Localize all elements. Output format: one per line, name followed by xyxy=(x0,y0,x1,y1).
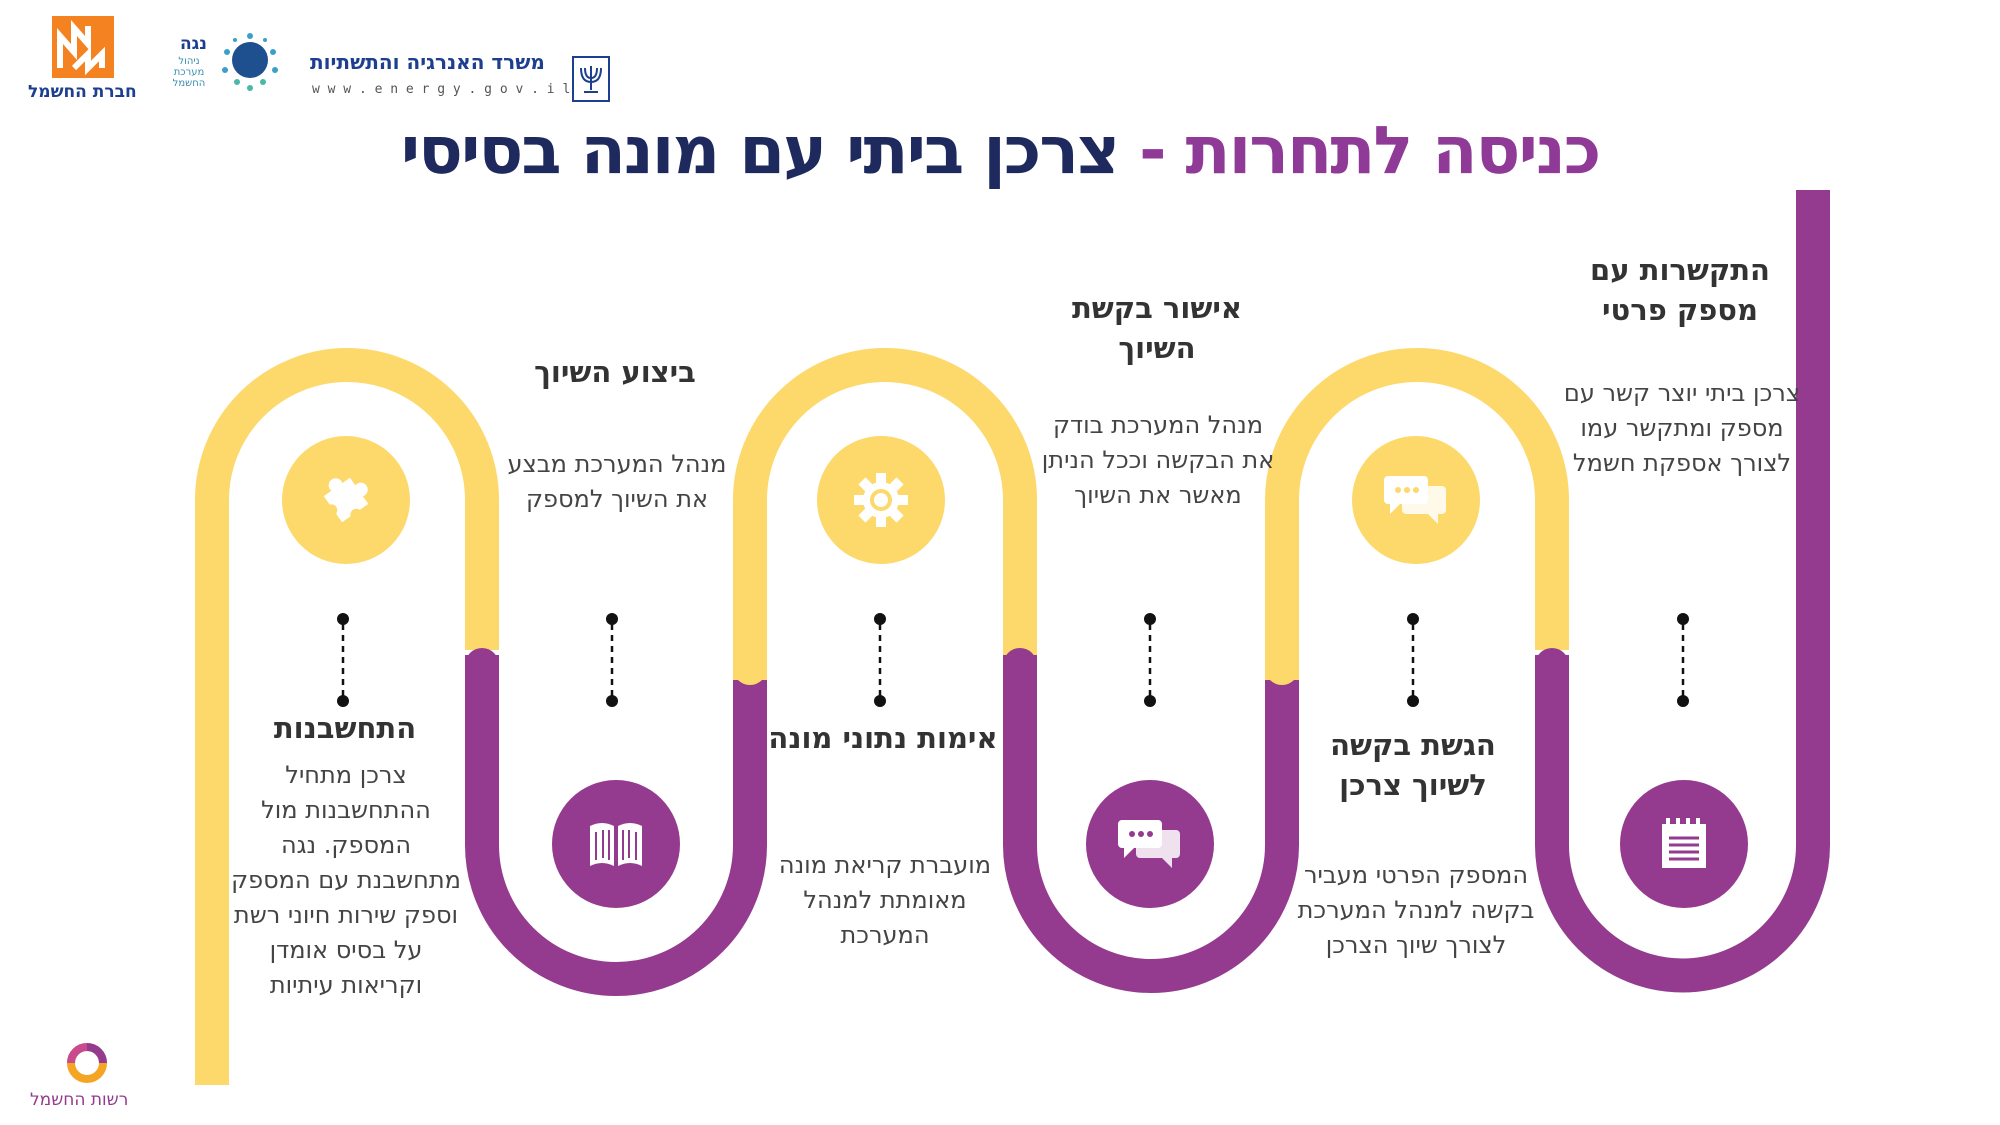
step-2-description: המספק הפרטי מעביר בקשה למנהל המערכת לצור… xyxy=(1297,861,1535,959)
noga-logo-dots-icon xyxy=(222,33,278,91)
step-6-title: התחשבנות xyxy=(273,711,417,745)
step-3-connector xyxy=(1144,613,1156,707)
path-arc-top-3 xyxy=(1265,348,1569,680)
noga-logo-sub: ניהול מערכת החשמל xyxy=(172,56,206,89)
step-5-description: מנהל המערכת מבצע את השיוך למספק xyxy=(507,450,727,513)
step-6-description: צרכן מתחיל ההתחשבנות מול המספק. נגה מתחש… xyxy=(231,761,461,999)
gear-icon xyxy=(854,473,908,527)
step-2-circle xyxy=(1352,436,1480,564)
path-arc-top-2 xyxy=(733,348,1037,680)
ministry-logo-url: w w w . e n e r g y . g o v . i l xyxy=(312,82,571,97)
iec-logo xyxy=(52,16,114,78)
step-3-circle xyxy=(1086,780,1214,908)
iec-logo-text: חברת החשמל xyxy=(28,82,137,102)
step-6-connector xyxy=(337,613,349,707)
title-highlight: כניסה לתחרות - xyxy=(1139,112,1601,189)
step-5-connector xyxy=(606,613,618,707)
step-3-description: מנהל המערכת בודק את הבקשה וככל הניתן מאש… xyxy=(1041,411,1275,509)
authority-logo-ring-icon xyxy=(67,1043,107,1083)
notepad-icon xyxy=(1662,818,1706,868)
step-2-title: הגשת בקשה לשיוך צרכן xyxy=(1330,728,1496,802)
step-1-description: צרכן ביתי יוצר קשר עם מספק ומתקשר עמו לצ… xyxy=(1563,379,1801,477)
iec-logo-mark-icon xyxy=(57,20,105,76)
path-arc-bottom-1 xyxy=(465,655,767,996)
step-4-circle xyxy=(817,436,945,564)
step-5-title: ביצוע השיוך xyxy=(534,355,696,389)
chat-bubbles-icon xyxy=(1118,820,1180,868)
noga-logo-name: נגה xyxy=(180,34,207,54)
step-1-connector xyxy=(1677,613,1689,707)
path-arc-top-1 xyxy=(195,348,499,1085)
menorah-emblem-icon xyxy=(572,56,610,102)
step-5-circle xyxy=(552,780,680,908)
step-6-circle xyxy=(282,436,410,564)
authority-logo-text: רשות החשמל xyxy=(30,1090,129,1110)
step-4-connector xyxy=(874,613,886,707)
step-4-description: מועברת קריאת מונה מאומתת למנהל המערכת xyxy=(778,851,992,949)
step-1-title: התקשרות עם מספק פרטי xyxy=(1590,253,1770,327)
step-4-title: אימות נתוני מונה xyxy=(768,721,998,755)
step-3-title: אישור בקשת השיוך xyxy=(1072,291,1242,365)
title-main: צרכן ביתי עם מונה בסיסי xyxy=(400,112,1120,189)
puzzle-icon xyxy=(323,477,369,523)
path-arc-bottom-2 xyxy=(1003,655,1299,993)
path-arc-bottom-3 xyxy=(1535,655,1830,993)
step-2-connector xyxy=(1407,613,1419,707)
step-1-circle xyxy=(1620,780,1748,908)
book-icon xyxy=(590,823,642,866)
chat-bubbles-icon xyxy=(1384,476,1446,524)
page-title: כניסה לתחרות - צרכן ביתי עם מונה בסיסי xyxy=(0,112,2000,189)
ministry-logo-name: משרד האנרגיה והתשתיות xyxy=(310,50,545,74)
